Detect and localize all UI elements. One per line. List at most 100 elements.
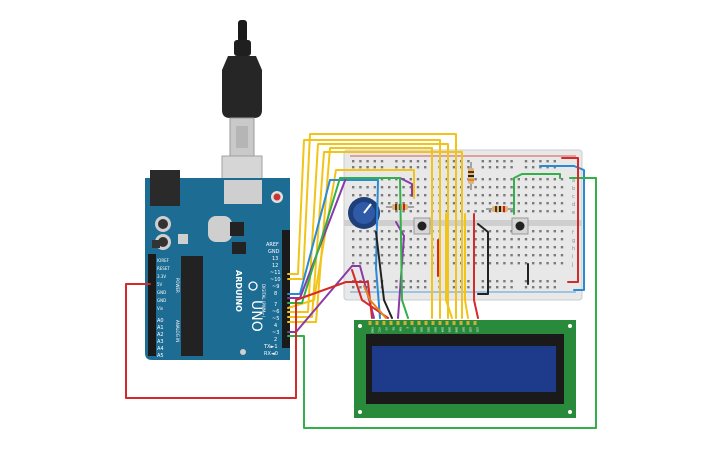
breadboard-hole[interactable] xyxy=(395,286,398,289)
breadboard-hole[interactable] xyxy=(409,254,412,257)
breadboard-hole[interactable] xyxy=(402,202,405,205)
breadboard-hole[interactable] xyxy=(424,210,427,213)
breadboard-hole[interactable] xyxy=(445,160,448,163)
breadboard-hole[interactable] xyxy=(373,280,376,283)
breadboard-hole[interactable] xyxy=(452,286,456,289)
breadboard-hole[interactable] xyxy=(388,254,391,257)
breadboard-hole[interactable] xyxy=(488,238,492,241)
breadboard-hole[interactable] xyxy=(481,262,484,265)
wire-black-3[interactable] xyxy=(375,231,393,319)
breadboard-hole[interactable] xyxy=(395,160,398,163)
breadboard-hole[interactable] xyxy=(424,166,427,169)
breadboard-hole[interactable] xyxy=(510,160,513,163)
breadboard-hole[interactable] xyxy=(424,202,427,205)
breadboard-hole[interactable] xyxy=(373,262,376,265)
breadboard-hole[interactable] xyxy=(416,210,420,213)
breadboard-hole[interactable] xyxy=(395,178,398,181)
breadboard-hole[interactable] xyxy=(474,254,477,257)
breadboard-hole[interactable] xyxy=(402,262,405,265)
breadboard-hole[interactable] xyxy=(488,210,492,213)
breadboard-hole[interactable] xyxy=(359,230,362,233)
breadboard-hole[interactable] xyxy=(474,262,477,265)
breadboard-hole[interactable] xyxy=(503,262,506,265)
breadboard-hole[interactable] xyxy=(532,202,535,205)
breadboard-hole[interactable] xyxy=(373,186,376,189)
breadboard-hole[interactable] xyxy=(424,186,427,189)
breadboard-hole[interactable] xyxy=(539,254,542,257)
breadboard-hole[interactable] xyxy=(452,280,456,283)
breadboard-hole[interactable] xyxy=(488,186,492,189)
breadboard-hole[interactable] xyxy=(532,286,535,289)
breadboard-hole[interactable] xyxy=(452,166,456,169)
breadboard-hole[interactable] xyxy=(359,254,362,257)
breadboard-hole[interactable] xyxy=(546,254,549,257)
wire-green-2[interactable] xyxy=(287,177,409,319)
breadboard-hole[interactable] xyxy=(539,178,542,181)
lcd-pin[interactable] xyxy=(403,321,407,325)
breadboard-hole[interactable] xyxy=(452,202,456,205)
breadboard-hole[interactable] xyxy=(474,202,477,205)
breadboard-hole[interactable] xyxy=(373,166,376,169)
breadboard-hole[interactable] xyxy=(481,246,484,249)
breadboard-hole[interactable] xyxy=(560,194,564,197)
breadboard-hole[interactable] xyxy=(402,166,405,169)
wire-blue-2[interactable] xyxy=(539,165,585,291)
breadboard-hole[interactable] xyxy=(416,178,420,181)
breadboard-hole[interactable] xyxy=(467,280,470,283)
breadboard-hole[interactable] xyxy=(553,246,556,249)
breadboard-hole[interactable] xyxy=(388,194,391,197)
breadboard-hole[interactable] xyxy=(388,178,391,181)
breadboard-hole[interactable] xyxy=(524,238,528,241)
breadboard-hole[interactable] xyxy=(416,202,420,205)
breadboard-hole[interactable] xyxy=(359,166,362,169)
breadboard-hole[interactable] xyxy=(517,186,520,189)
breadboard-hole[interactable] xyxy=(395,262,398,265)
breadboard-hole[interactable] xyxy=(539,280,542,283)
breadboard-hole[interactable] xyxy=(546,194,549,197)
breadboard-hole[interactable] xyxy=(388,238,391,241)
breadboard-hole[interactable] xyxy=(510,286,513,289)
breadboard-hole[interactable] xyxy=(503,166,506,169)
breadboard-hole[interactable] xyxy=(546,202,549,205)
breadboard-hole[interactable] xyxy=(510,280,513,283)
lcd-pin[interactable] xyxy=(410,321,414,325)
breadboard-hole[interactable] xyxy=(496,246,499,249)
breadboard-hole[interactable] xyxy=(467,230,470,233)
lcd-pin[interactable] xyxy=(473,321,477,325)
breadboard-hole[interactable] xyxy=(359,286,362,289)
breadboard-hole[interactable] xyxy=(539,286,542,289)
breadboard-hole[interactable] xyxy=(524,160,528,163)
breadboard-hole[interactable] xyxy=(532,246,535,249)
breadboard-hole[interactable] xyxy=(467,194,470,197)
breadboard-hole[interactable] xyxy=(517,178,520,181)
breadboard-hole[interactable] xyxy=(416,262,420,265)
push-button-1[interactable] xyxy=(413,217,431,235)
breadboard-hole[interactable] xyxy=(380,246,384,249)
breadboard-hole[interactable] xyxy=(373,160,376,163)
wire-green-1[interactable] xyxy=(287,177,597,429)
breadboard-hole[interactable] xyxy=(352,254,355,257)
breadboard-hole[interactable] xyxy=(532,178,535,181)
breadboard-hole[interactable] xyxy=(532,230,535,233)
breadboard-hole[interactable] xyxy=(560,254,564,257)
wire-green-3[interactable] xyxy=(513,173,561,215)
breadboard-hole[interactable] xyxy=(553,262,556,265)
lcd-pin[interactable] xyxy=(382,321,386,325)
breadboard-hole[interactable] xyxy=(395,254,398,257)
breadboard-hole[interactable] xyxy=(467,286,470,289)
breadboard-hole[interactable] xyxy=(424,160,427,163)
breadboard-hole[interactable] xyxy=(532,166,535,169)
breadboard-hole[interactable] xyxy=(424,246,427,249)
breadboard-hole[interactable] xyxy=(395,166,398,169)
breadboard-hole[interactable] xyxy=(445,210,448,213)
digital-header[interactable] xyxy=(282,230,290,348)
breadboard-hole[interactable] xyxy=(539,186,542,189)
breadboard-hole[interactable] xyxy=(546,166,549,169)
breadboard-hole[interactable] xyxy=(359,238,362,241)
breadboard-hole[interactable] xyxy=(373,238,376,241)
breadboard-hole[interactable] xyxy=(352,160,355,163)
breadboard-hole[interactable] xyxy=(409,186,412,189)
breadboard-hole[interactable] xyxy=(481,286,484,289)
breadboard-hole[interactable] xyxy=(380,186,384,189)
breadboard-hole[interactable] xyxy=(503,246,506,249)
